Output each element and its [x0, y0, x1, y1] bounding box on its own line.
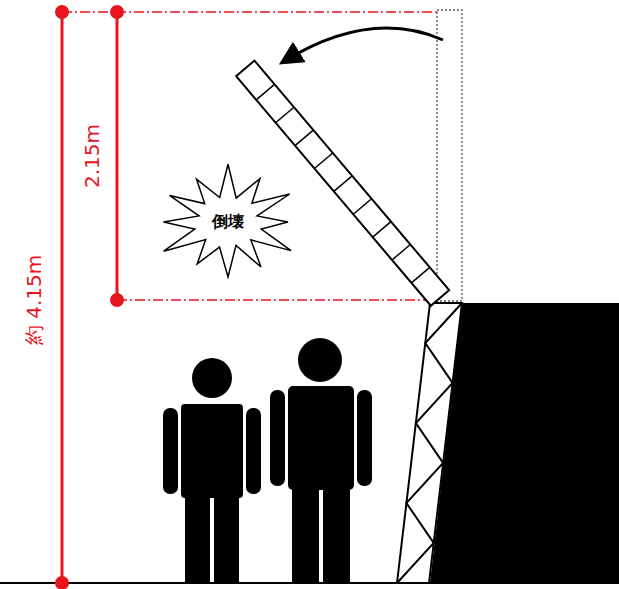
dimension-label: 2.15m: [82, 124, 102, 188]
dimension-line: [61, 12, 64, 583]
dimension-label: 約 4.15m: [24, 255, 44, 345]
retaining-wall: [430, 303, 619, 583]
truss-wall: [397, 303, 462, 583]
person-figure: [163, 358, 261, 583]
dimension-dot: [55, 5, 69, 19]
dimension-line: [116, 12, 119, 300]
dimension-extension: [117, 299, 440, 300]
burst-text: 倒壊: [212, 212, 244, 233]
fall-arrow: [283, 28, 443, 62]
person-figure: [270, 338, 372, 583]
original-position: [437, 10, 462, 301]
dimension-dot: [55, 576, 69, 589]
burst-node: 倒壊: [153, 163, 303, 281]
dimension-dot: [110, 293, 124, 307]
falling-panel: [236, 61, 449, 306]
dimension-dot: [110, 5, 124, 19]
